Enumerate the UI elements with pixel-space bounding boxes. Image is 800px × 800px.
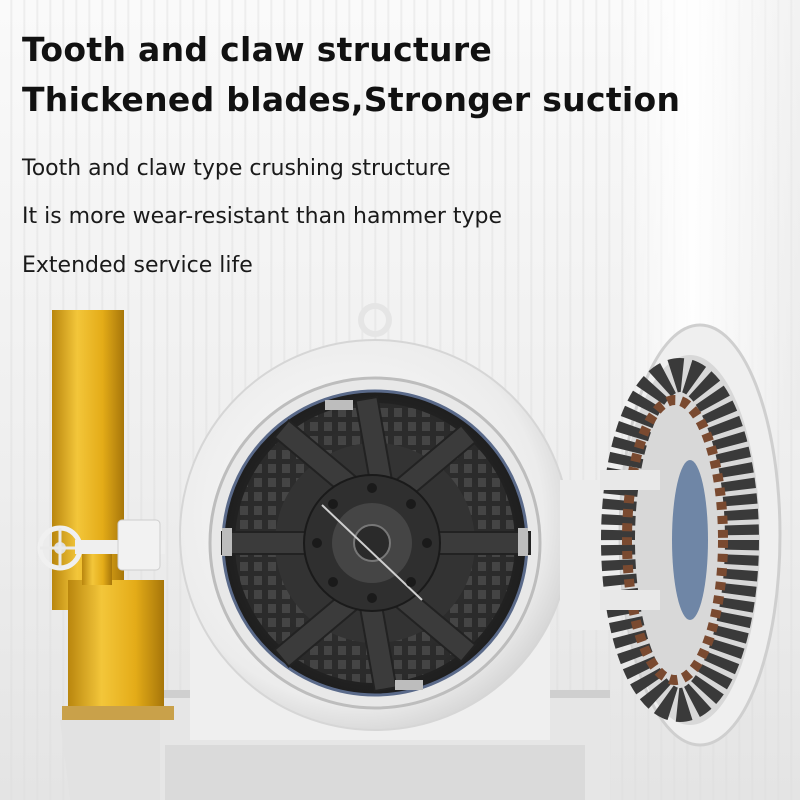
valve-handwheel-icon (37, 519, 165, 571)
rotor-hub (303, 474, 441, 612)
headline-line-2: Thickened blades,Stronger suction (22, 80, 681, 119)
headline-line-1: Tooth and claw structure (22, 30, 493, 69)
feature-line-2: It is more wear-resistant than hammer ty… (22, 204, 503, 229)
yellow-pipe (52, 310, 174, 720)
blade-tips (222, 400, 528, 690)
feature-line-1: Tooth and claw type crushing structure (22, 156, 451, 181)
open-door (600, 323, 782, 747)
feature-line-3: Extended service life (22, 253, 253, 278)
